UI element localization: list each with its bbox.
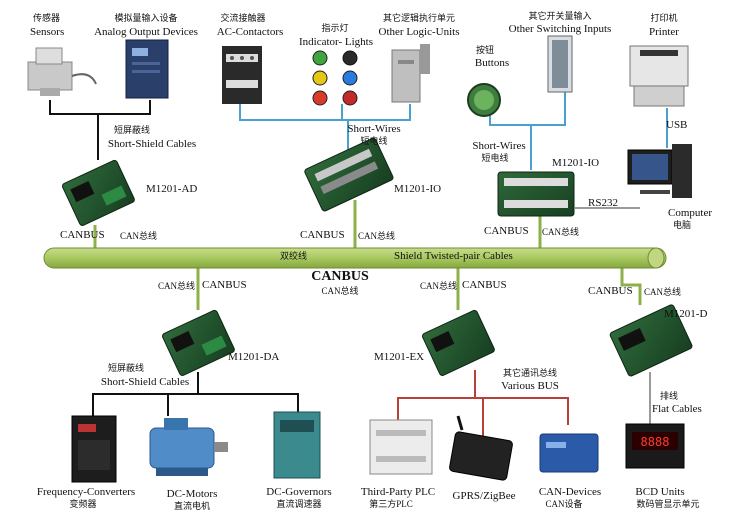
freq-label-zh: 变频器 (69, 499, 97, 509)
black-cables (49, 100, 299, 416)
canbus-label-d-zh: CAN总线 (644, 287, 682, 297)
bcd-label-zh: 数码管显示单元 (636, 499, 700, 509)
gray-cables (575, 207, 651, 425)
module-d-board (609, 304, 693, 377)
gprs-label: GPRS/ZigBee (452, 490, 516, 502)
short-shield-bottom: Short-Shield Cables (100, 376, 190, 388)
motors-label: DC-Motors (166, 488, 218, 500)
short-wires-right: Short-Wires (472, 140, 526, 152)
short-shield-top-zh: 短屏蔽线 (113, 125, 151, 135)
analog-label-zh: 模拟量输入设备 (114, 13, 178, 23)
governors-label: DC-Governors (266, 486, 332, 498)
computer-label: Computer (668, 207, 712, 219)
computer-image (627, 144, 692, 198)
sensor-image (27, 47, 97, 96)
module-da-label: M1201-DA (228, 351, 280, 363)
canbus-label-io2-zh: CAN总线 (542, 227, 580, 237)
can-devices-label-zh: CAN设备 (545, 499, 583, 509)
various-bus: Various BUS (501, 380, 559, 392)
bus-title-zh: CAN总线 (321, 286, 359, 296)
short-shield-bottom-zh: 短屏蔽线 (107, 363, 145, 373)
canbus-label-io1: CANBUS (300, 229, 345, 241)
bcd-unit-image: 8888 (625, 423, 685, 469)
module-d-label: M1201-D (664, 308, 708, 320)
plc-label-zh: 第三方PLC (369, 499, 413, 509)
module-ex-board (421, 309, 495, 376)
short-wires-mid-zh: 短电线 (360, 136, 388, 146)
bus-cable-en: Shield Twisted-pair Cables (394, 250, 513, 262)
various-bus-zh: 其它通讯总线 (502, 368, 558, 378)
logic-unit-image (391, 44, 430, 103)
flat-cables: Flat Cables (652, 403, 702, 415)
logic-label-zh: 其它逻辑执行单元 (382, 13, 456, 23)
motors-label-zh: 直流电机 (173, 501, 211, 511)
computer-label-zh: 电脑 (672, 220, 692, 230)
blue-wires (239, 92, 668, 170)
sensors-label-zh: 传感器 (33, 13, 61, 23)
rs232-label: RS232 (588, 197, 618, 209)
lights-label: Indicator- Lights (298, 36, 374, 48)
canbus-label-io1-zh: CAN总线 (358, 231, 396, 241)
switching-label: Other Switching Inputs (508, 23, 612, 35)
switching-label-zh: 其它开关量输入 (528, 11, 592, 21)
lights-label-zh: 指示灯 (321, 23, 349, 33)
printer-image (629, 45, 689, 107)
short-wires-mid: Short-Wires (347, 123, 401, 135)
gprs-zigbee-image (449, 415, 513, 481)
buttons-label-zh: 按钮 (475, 45, 495, 55)
canbus-label-da: CANBUS (202, 279, 247, 291)
module-ex-label: M1201-EX (374, 351, 425, 363)
canbus-label-io2: CANBUS (484, 225, 529, 237)
module-io1-label: M1201-IO (394, 183, 442, 195)
governors-label-zh: 直流调速器 (276, 499, 322, 509)
buttons-label: Buttons (474, 57, 510, 69)
plc-label: Third-Party PLC (360, 486, 436, 498)
flat-cables-zh: 排线 (660, 391, 679, 401)
sensors-label: Sensors (30, 26, 65, 38)
module-io2-label: M1201-IO (552, 157, 600, 169)
usb-label: USB (666, 119, 688, 131)
bus-cable-zh: 双绞线 (280, 251, 308, 261)
canbus-label-ex: CANBUS (462, 279, 507, 291)
module-ad-board (61, 159, 135, 226)
button-image (467, 83, 501, 117)
short-shield-top: Short-Shield Cables (107, 138, 197, 150)
module-io1-board (304, 137, 394, 212)
module-da-board (161, 309, 235, 376)
printer-label-zh: 打印机 (650, 13, 678, 23)
dc-motor-image (149, 418, 228, 476)
printer-label: Printer (649, 26, 679, 38)
bus-title: CANBUS (311, 269, 369, 284)
canbus-label-d: CANBUS (588, 285, 633, 297)
canbus-label-ex-zh: CAN总线 (420, 281, 458, 291)
frequency-converter-image (71, 415, 117, 483)
analog-device-image (125, 39, 169, 99)
can-devices-label: CAN-Devices (538, 486, 602, 498)
logic-label: Other Logic-Units (378, 26, 460, 38)
bcd-label: BCD Units (635, 486, 685, 498)
analog-label: Analog Output Devices (94, 26, 198, 38)
canbus-pipe (43, 247, 667, 269)
canbus-label-ad-zh: CAN总线 (120, 231, 158, 241)
red-cables (397, 370, 569, 438)
indicator-lights-image (312, 50, 358, 106)
canbus-label-ad: CANBUS (60, 229, 105, 241)
switching-input-image (547, 35, 573, 93)
dc-governor-image (273, 411, 321, 479)
short-wires-right-zh: 短电线 (481, 153, 509, 163)
module-ad-label: M1201-AD (146, 183, 198, 195)
module-io2-board (497, 171, 575, 217)
canbus-label-da-zh: CAN总线 (158, 281, 196, 291)
contactors-label: AC-Contactors (216, 26, 284, 38)
freq-label: Frequency-Converters (36, 486, 136, 498)
contactors-label-zh: 交流接触器 (220, 13, 266, 23)
plc-image (369, 419, 433, 475)
contactor-image (222, 46, 262, 104)
can-device-image (539, 433, 599, 473)
bcd-digits: 8888 (641, 435, 670, 449)
green-bus-drops (93, 200, 642, 310)
